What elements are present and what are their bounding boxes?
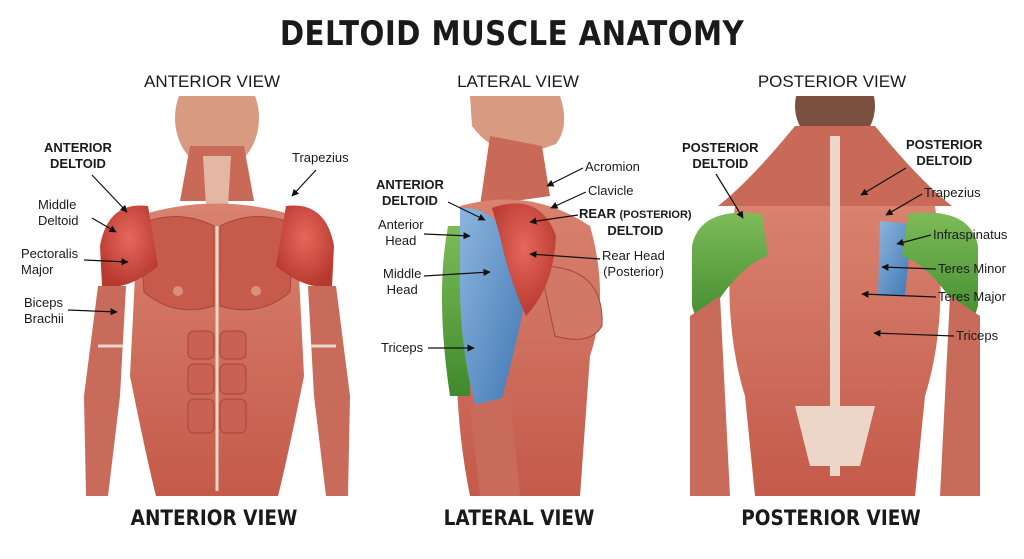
label-teres-minor: Teres Minor (938, 261, 1006, 276)
arrow-clavicle (550, 191, 587, 209)
arrow-middle-deltoid (91, 217, 117, 233)
anterior-view-footer: ANTERIOR VIEW (130, 506, 298, 530)
arrow-rear-deltoid (529, 214, 579, 225)
arrow-teres-minor (881, 263, 937, 271)
label-posterior-deltoid-left: POSTERIOR DELTOID (682, 140, 759, 171)
label-trapezius-anterior: Trapezius (292, 150, 349, 165)
label-clavicle: Clavicle (588, 183, 634, 198)
arrow-middle-head (423, 268, 491, 277)
arrow-biceps (67, 308, 118, 316)
posterior-view-footer: POSTERIOR VIEW (741, 506, 921, 530)
lateral-view-footer: LATERAL VIEW (443, 506, 595, 530)
label-posterior-deltoid-right: POSTERIOR DELTOID (906, 137, 983, 168)
arrow-anterior-head (423, 232, 471, 240)
label-anterior-head: Anterior Head (378, 217, 424, 248)
arrow-anterior-deltoid (91, 174, 128, 213)
arrow-acromion (546, 167, 584, 187)
arrow-infraspinatus (896, 234, 932, 246)
label-triceps-lateral: Triceps (381, 340, 424, 355)
anterior-view-header: ANTERIOR VIEW (143, 72, 280, 91)
label-middle-head: Middle Head (383, 266, 422, 297)
label-teres-major: Teres Major (938, 289, 1006, 304)
arrow-posterior-deltoid-right (860, 167, 907, 196)
arrow-lateral-anterior-deltoid (447, 201, 486, 221)
posterior-figure (690, 96, 980, 496)
label-biceps-brachii: Biceps Brachii (24, 295, 64, 326)
arrow-trapezius-posterior (885, 193, 923, 216)
label-infraspinatus: Infraspinatus (933, 227, 1008, 242)
label-rear-deltoid: REAR (POSTERIOR) DELTOID (579, 206, 692, 238)
lateral-view-header: LATERAL VIEW (457, 72, 579, 91)
label-anterior-deltoid: ANTERIOR DELTOID (44, 140, 112, 171)
anterior-figure (84, 96, 350, 496)
arrow-rear-head (529, 250, 601, 260)
arrow-pectoralis (83, 258, 129, 266)
page-title: DELTOID MUSCLE ANATOMY (279, 14, 745, 54)
lateral-figure (441, 96, 603, 496)
arrow-triceps-posterior (873, 329, 955, 337)
label-acromion: Acromion (585, 159, 640, 174)
label-trapezius-posterior: Trapezius (924, 185, 981, 200)
label-lateral-anterior-deltoid: ANTERIOR DELTOID (376, 177, 444, 208)
arrow-posterior-deltoid-left (715, 173, 744, 219)
label-pectoralis-major: Pectoralis Major (21, 246, 79, 277)
arrow-teres-major (861, 290, 937, 298)
arrow-trapezius-anterior (291, 169, 317, 197)
label-triceps-posterior: Triceps (956, 328, 999, 343)
posterior-view-header: POSTERIOR VIEW (757, 72, 907, 91)
label-middle-deltoid: Middle Deltoid (38, 197, 79, 228)
label-rear-head: Rear Head (Posterior) (602, 248, 665, 279)
